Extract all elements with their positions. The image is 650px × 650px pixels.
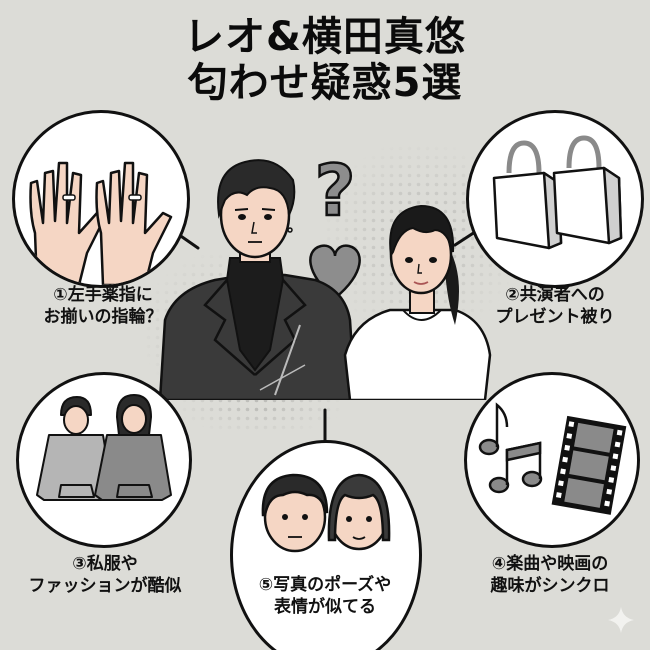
caption-item-3: ③私服や ファッションが酷似 <box>5 553 205 597</box>
title-line-2: 匂わせ疑惑5選 <box>187 60 463 106</box>
center-couple-illustration: ? <box>158 149 492 400</box>
caption-item-1: ①左手薬指に お揃いの指輪？ <box>8 284 198 328</box>
bubble-music-film <box>464 372 640 548</box>
bubble-hoodies <box>16 372 192 548</box>
bubble-bags <box>466 110 644 288</box>
page-title: レオ&横田真悠 匂わせ疑惑5選 <box>0 14 650 106</box>
caption-item-2-line-1: ②共演者への <box>505 285 605 305</box>
title-line-1: レオ&横田真悠 <box>184 14 466 60</box>
caption-item-4-line-1: ④楽曲や映画の <box>491 554 609 574</box>
shopping-bags-icon <box>492 135 623 250</box>
caption-item-1-line-1: ①左手薬指に <box>53 285 153 305</box>
sparkle-icon <box>608 607 634 633</box>
similar-faces-icon <box>261 473 391 553</box>
bubble-faces <box>230 440 422 650</box>
caption-item-5: ⑤写真のポーズや 表情が似てる <box>230 574 420 618</box>
film-strip-icon <box>551 415 627 515</box>
caption-item-1-line-2: お揃いの指輪？ <box>43 307 163 327</box>
bubble-rings <box>12 110 190 288</box>
matching-hoodies-icon <box>36 394 172 501</box>
man-figure <box>158 159 357 400</box>
music-film-icon <box>478 402 627 515</box>
caption-item-2-line-2: プレゼント被り <box>495 307 615 327</box>
caption-item-3-line-2: ファッションが酷似 <box>28 576 182 596</box>
caption-item-4-line-2: 趣味がシンクロ <box>490 576 610 596</box>
matching-rings-hands-icon <box>29 161 173 285</box>
question-mark-icon: ? <box>315 150 356 232</box>
caption-item-2: ②共演者への プレゼント被り <box>460 284 650 328</box>
woman-figure <box>343 204 492 400</box>
caption-item-5-line-2: 表情が似てる <box>274 597 376 617</box>
caption-item-3-line-1: ③私服や <box>72 554 138 574</box>
caption-item-5-line-1: ⑤写真のポーズや <box>258 575 392 595</box>
caption-item-4: ④楽曲や映画の 趣味がシンクロ <box>450 553 650 597</box>
